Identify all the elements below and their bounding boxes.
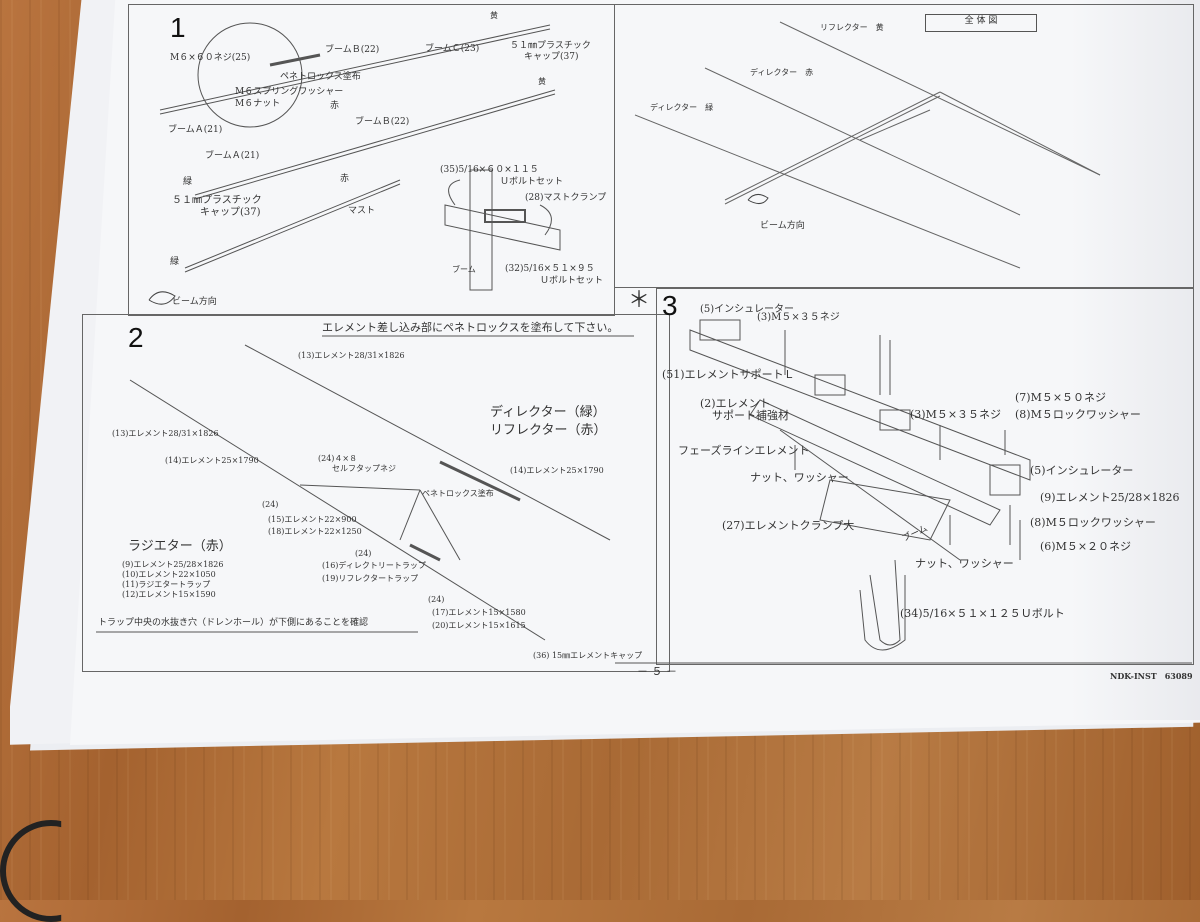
label-boom-a-left: ブームＡ(21): [168, 125, 223, 135]
label-boom-a-mid: ブームＡ(21): [205, 151, 260, 161]
label-el15: (15)エレメント22×900: [268, 515, 357, 524]
label-ubolt-95: (32)5/16×５１×９５: [505, 264, 595, 274]
beam-arrow-icon: [148, 291, 176, 305]
label-el9: (9)エレメント25/28×1826: [1040, 491, 1180, 504]
label-m5x20: (6)M５×２０ネジ: [1040, 540, 1132, 553]
panel-3-number: 3: [662, 290, 678, 321]
label-24-a: (24): [262, 500, 279, 509]
label-insulator-top: (5)インシュレーター: [700, 304, 794, 315]
line-drawings: [96, 21, 1192, 664]
label-beam-direction-1: ビーム方向: [172, 297, 217, 307]
label-nut-washer-left: ナット、ワッシャー: [750, 471, 849, 484]
label-m5x50: (7)M５×５０ネジ: [1015, 391, 1107, 404]
panel-2-header: エレメント差し込み部にペネトロックスを塗布して下さい。: [322, 321, 619, 334]
label-red: 赤: [330, 101, 340, 111]
label-spring-washer: M６スプリングワッシャー: [235, 87, 344, 97]
label-penetrox: ペネトロックス塗布: [280, 72, 361, 82]
label-reflector-trap: (19)リフレクタートラップ: [322, 574, 419, 583]
label-m5x35-mid: (3)M５×３５ネジ: [910, 408, 1002, 421]
page-number: － ５ －: [637, 665, 677, 678]
label-phase-line: フェーズラインエレメント: [678, 444, 810, 457]
panel-2-number: 2: [128, 322, 144, 353]
overview-antenna: [634, 21, 1101, 269]
label-ubolt-95-2: Ｕボルトセット: [540, 276, 604, 286]
panel-1-number: 1: [170, 12, 186, 43]
panel1-mast-detail: [444, 169, 561, 291]
label-el14-left: (14)エレメント25×1790: [165, 456, 259, 465]
label-screw: (24)４×８: [318, 454, 358, 463]
label-cap-top: ５１㎜プラスチック: [510, 41, 591, 51]
label-beam-direction-overview: ビーム方向: [760, 221, 805, 231]
label-radiator-red: ラジエター（赤）: [128, 539, 232, 554]
label-red-mast: 赤: [340, 174, 350, 184]
label-el13-top: (13)エレメント28/31×1826: [298, 351, 405, 360]
label-boom-b-top: ブームＢ(22): [325, 45, 380, 55]
label-director-trap: (16)ディレクトリートラップ: [322, 561, 426, 570]
label-reflector-red-title: リフレクター（赤）: [490, 423, 607, 438]
label-clamp27: (27)エレメントクランプ大: [722, 519, 855, 532]
label-director-green: ディレクター 緑: [650, 103, 714, 112]
label-reflector-yellow: リフレクター 黄: [820, 23, 884, 32]
label-support-2b: サポート補強材: [712, 409, 789, 422]
label-radiator-el10: (10)エレメント22×1050: [122, 570, 216, 579]
label-radiator-trap: (11)ラジエタートラップ: [122, 580, 211, 589]
label-nut-washer-bottom: ナット、ワッシャー: [915, 557, 1014, 570]
label-mast: マスト: [348, 206, 376, 216]
drain-hole-note: トラップ中央の水抜き穴（ドレンホール）が下側にあることを確認: [98, 618, 369, 628]
document-code: NDK-INST 63089: [1110, 671, 1193, 681]
label-radiator-el12: (12)エレメント15×1590: [122, 590, 216, 599]
label-lock-washer-top: (8)M５ロックワッシャー: [1015, 408, 1141, 421]
label-ubolt125: (34)5/16×５１×１２５Ｕボルト: [900, 607, 1065, 620]
label-support-2: (2)エレメント: [700, 397, 771, 410]
panel3-bracket-assembly: [689, 319, 1031, 651]
label-m5x35-top: (3)M５×３５ネジ: [757, 312, 840, 323]
panel1-booms: [159, 22, 556, 273]
label-cap-top-2: キャップ(37): [524, 52, 579, 62]
label-green-end: 緑: [170, 257, 180, 267]
label-el17: (17)エレメント15×1580: [432, 608, 526, 617]
paper-sheet-main: [70, 0, 1200, 745]
label-24-c: (24): [428, 595, 445, 604]
label-cap-bottom: ５１㎜プラスチック: [172, 195, 262, 206]
label-screw-2: セルフタップネジ: [332, 464, 396, 473]
label-m6-screw: M６×６０ネジ(25): [170, 53, 251, 63]
label-yellow-top: 黄: [490, 11, 498, 20]
panel2-elements: [129, 344, 611, 641]
label-insulator-right: (5)インシュレーター: [1030, 464, 1134, 477]
label-el14-right: (14)エレメント25×1790: [510, 466, 604, 475]
label-el20: (20)エレメント15×1615: [432, 621, 526, 630]
label-cap-bottom-2: キャップ(37): [200, 207, 261, 218]
label-el18: (18)エレメント22×1250: [268, 527, 362, 536]
label-green-cap: 緑: [183, 177, 193, 187]
label-ubolt-115: (35)5/16×６０×１１５: [440, 165, 539, 175]
panel-overview-frame: [614, 4, 1194, 288]
label-ubolt-115-2: Ｕボルトセット: [500, 177, 564, 187]
label-boom-c: ブームＣ(23): [425, 44, 480, 54]
label-yellow-mid: 黄: [538, 77, 546, 86]
label-cap36: (36) 15㎜エレメントキャップ: [533, 651, 643, 660]
panel-3-asterisk: ＊: [628, 288, 651, 313]
paper-shadow: [1070, 0, 1200, 720]
label-penetrox-2: ペネトロックス塗布: [422, 489, 494, 498]
label-m6-nut: M６ナット: [235, 99, 281, 109]
label-boom-b-mid: ブームＢ(22): [355, 117, 410, 127]
label-director-green-title: ディレクター（緑）: [490, 405, 606, 420]
panel-3-frame: [656, 288, 1194, 665]
label-boom-small: ブーム: [452, 265, 476, 274]
label-director-red: ディレクター 赤: [750, 68, 814, 77]
panel-2-frame: [82, 314, 670, 672]
label-lock-washer-bottom: (8)M５ロックワッシャー: [1030, 516, 1156, 529]
label-24-b: (24): [355, 549, 372, 558]
label-el13-left: (13)エレメント28/31×1826: [112, 429, 219, 438]
label-mast-clamp: (28)マストクランプ: [525, 193, 607, 203]
overview-badge: 全 体 図: [925, 14, 1037, 32]
label-radiator-el9: (9)エレメント25/28×1826: [122, 560, 224, 569]
label-support-l: (51)エレメントサポートＬ: [662, 368, 795, 381]
